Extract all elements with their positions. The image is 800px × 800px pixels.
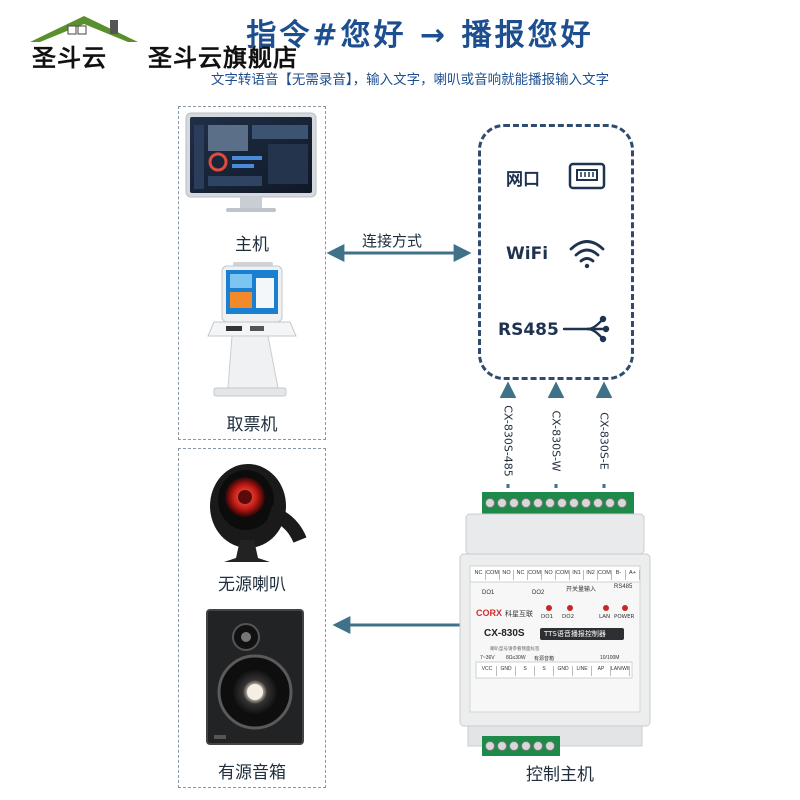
house-logo-icon [30,16,138,42]
led-label-power: POWER [614,614,635,620]
output-devices-box [178,448,326,788]
rs485-wire-icon [562,315,610,343]
terminal-label: NC [472,570,486,580]
terminal-label: VCC [478,666,497,676]
active-speaker-image [206,609,304,745]
terminal-label: S [516,666,535,676]
led-label-do1: DO1 [541,614,554,620]
terminal-label: GND [554,666,573,676]
controller-tag: TTS语音播报控制器 [544,630,606,638]
active-out-label: 有源音箱 [534,656,555,662]
cable-label-485: CX-830S-485 [501,405,515,477]
watermark-text-shop: 圣斗云旗舰店 [148,44,298,72]
page-subtitle: 文字转语音【无需录音】，输入文字，喇叭或音响就能播报输入文字 [210,72,610,88]
terminal-label: NO [500,570,514,580]
interfaces-box [478,124,634,380]
controller-model: CX-830S [484,628,525,639]
interface-rs485-label: RS485 [498,320,559,340]
brand-logo-text: CORX [476,608,503,618]
terminal-label: IN2 [584,570,598,580]
host-label: 主机 [235,235,269,255]
do1-label: DO1 [482,590,495,596]
page-title: 指令#您好 → 播报您好 [246,18,594,53]
controller-label: 控制主机 [526,765,594,785]
led-label-do2: DO2 [562,614,575,620]
passive-horn-speaker-image [210,464,307,562]
terminal-label: AP [592,666,611,676]
terminal-label: GND [497,666,516,676]
terminal-label: NO [542,570,556,580]
terminal-label: NC [514,570,528,580]
led-label-lan: LAN [599,614,611,620]
terminal-label: COM- [556,570,570,580]
terminal-label: LINE [573,666,592,676]
wifi-icon [569,240,605,269]
terminal-label: COM [528,570,542,580]
lan-speed-label: 10/100M [600,655,620,661]
interface-ethernet-label: 网口 [506,170,540,190]
cable-label-ethernet: CX-830S-E [597,412,611,470]
passive-speaker-label: 无源喇叭 [218,575,286,595]
terminal-label: COM [486,570,500,580]
terminal-label: B- [612,570,626,580]
switch-input-label: 开关量输入 [566,586,597,593]
ethernet-port-icon [568,162,606,190]
do2-label: DO2 [532,590,545,596]
connection-method-label: 连接方式 [362,232,423,250]
ticket-kiosk-image [207,262,297,397]
host-monitor-image [185,112,317,212]
active-speaker-label: 有源音箱 [218,763,286,783]
terminal-label: LAN/WIFI [611,666,630,676]
terminal-label: S [535,666,554,676]
watermark-text-short: 圣斗云 [32,44,107,72]
controller-device-image [459,492,651,756]
cable-arrows [499,381,613,488]
terminal-label: A+ [626,570,640,580]
rs485-panel-label: RS485 [614,584,633,590]
controller-small-print: 喇叭型号请参看侧面标签 [490,647,540,652]
power-range-label: 7~36V [480,655,495,661]
input-devices-box [178,106,326,440]
terminal-label: IN1 [570,570,584,580]
cable-label-wifi: CX-830S-W [549,410,563,472]
kiosk-label: 取票机 [226,415,278,435]
interface-wifi-label: WiFi [506,244,549,264]
shop-watermark: 圣斗云 圣斗云旗舰店 [24,12,354,76]
brand-cn-text: 科星互联 [505,610,533,618]
terminal-label: COM- [598,570,612,580]
speaker-spec-label: 8Ω≤30W [506,655,526,661]
